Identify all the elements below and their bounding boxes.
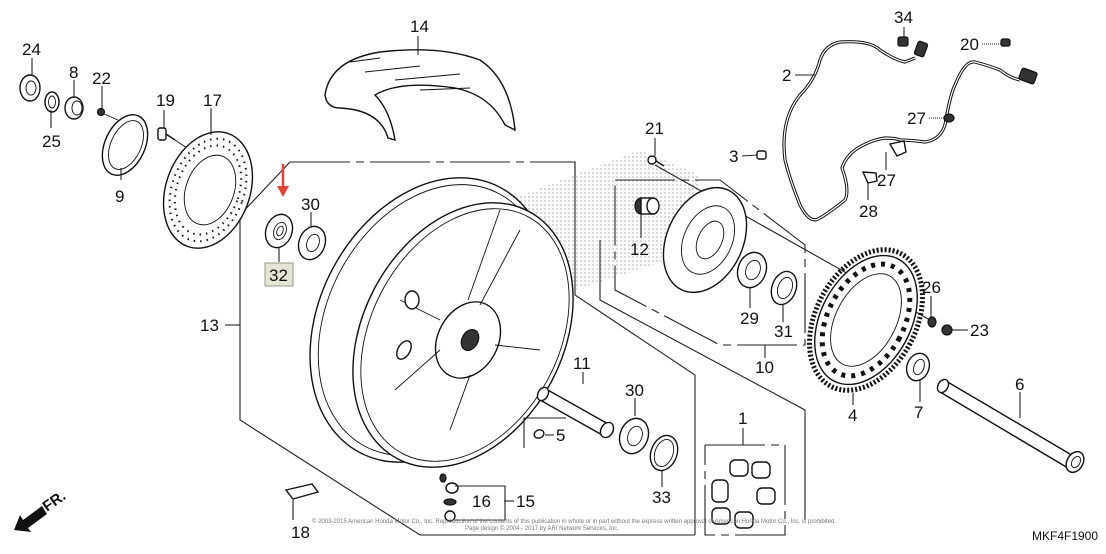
clamp-part-34[interactable]: [897, 36, 909, 47]
bearing-part-29[interactable]: [733, 248, 772, 291]
callout-8[interactable]: 8: [69, 63, 78, 82]
highlight-arrow-icon: [277, 164, 289, 197]
wheel-group-frame: [290, 161, 576, 175]
callout-34[interactable]: 34: [894, 8, 913, 27]
valve-group-bracket: [455, 485, 506, 521]
callout-12[interactable]: 12: [630, 240, 649, 259]
distance-collar-part-11[interactable]: [535, 385, 616, 439]
dust-seal-part-31[interactable]: [767, 268, 801, 308]
callouts: 24 25 8 22 9 19 17 14 30 32 13 21 12 29 …: [22, 8, 1024, 542]
callout-26[interactable]: 26: [922, 278, 941, 297]
callout-17[interactable]: 17: [203, 91, 222, 110]
callout-32-highlight[interactable]: 32: [264, 262, 294, 287]
o-ring-part-5[interactable]: [533, 429, 554, 440]
callout-19[interactable]: 19: [156, 91, 175, 110]
callout-4[interactable]: 4: [848, 406, 857, 425]
rear-tire-part[interactable]: [324, 49, 516, 141]
rear-wheel-part-13[interactable]: [262, 136, 617, 506]
leader-lines: [31, 27, 1021, 520]
figure-code: MKF4F1900: [1032, 529, 1098, 543]
washer-part-26[interactable]: [927, 316, 937, 328]
callout-28[interactable]: 28: [859, 202, 878, 221]
callout-16[interactable]: 16: [472, 492, 491, 511]
grommet-part-27-lower[interactable]: [888, 140, 907, 157]
callout-27-upper[interactable]: 27: [907, 109, 926, 128]
front-direction-indicator: FR.: [14, 487, 69, 532]
flange-group-frame: [614, 179, 806, 346]
screw-part-22[interactable]: [96, 107, 119, 121]
o-ring-group-frame: [523, 417, 566, 448]
callout-30-lower[interactable]: 30: [625, 381, 644, 400]
callout-3[interactable]: 3: [729, 147, 738, 166]
callout-25[interactable]: 25: [42, 132, 61, 151]
callout-5[interactable]: 5: [556, 426, 565, 445]
balance-weight-part-18[interactable]: [284, 483, 320, 500]
valve-set-part-15[interactable]: [439, 473, 459, 522]
copyright-line-2: Page design © 2004 - 2017 by ARI Network…: [465, 525, 619, 532]
callout-11[interactable]: 11: [573, 354, 591, 373]
dust-seal-part-33[interactable]: [646, 432, 683, 475]
rubber-damper-set-part-1[interactable]: [711, 459, 776, 529]
callout-18[interactable]: 18: [291, 523, 310, 542]
callout-13[interactable]: 13: [200, 316, 219, 335]
callout-21[interactable]: 21: [645, 119, 664, 138]
callout-22[interactable]: 22: [92, 69, 111, 88]
brake-disc-part-17[interactable]: [148, 119, 268, 260]
driven-sprocket-part-4[interactable]: [787, 230, 946, 409]
clip-part-28[interactable]: [861, 171, 878, 184]
side-collar-part-8[interactable]: [64, 96, 84, 120]
stud-bolt-part-21[interactable]: [647, 155, 665, 167]
callout-10[interactable]: 10: [755, 358, 774, 377]
callout-7[interactable]: 7: [914, 403, 923, 422]
callout-33[interactable]: 33: [652, 488, 671, 507]
collar-group-frame: [574, 162, 696, 535]
washer-part-25[interactable]: [44, 91, 60, 113]
damper-group-frame: [704, 444, 786, 536]
axis-line-main: [599, 240, 806, 520]
callout-15[interactable]: 15: [516, 492, 535, 511]
callout-6[interactable]: 6: [1015, 375, 1024, 394]
grommet-part-27-upper[interactable]: [943, 113, 955, 123]
speed-sensor-harness-part-2[interactable]: [782, 40, 1038, 222]
clamp-part-3[interactable]: [756, 150, 767, 160]
callout-23[interactable]: 23: [970, 321, 989, 340]
brake-disc-bolt-part-19[interactable]: [157, 127, 191, 151]
copyright-line-1: © 2003-2015 American Honda Motor Co., In…: [312, 518, 836, 525]
callout-20[interactable]: 20: [960, 35, 979, 54]
callout-14[interactable]: 14: [410, 17, 429, 36]
bearing-part-30-lower[interactable]: [615, 414, 654, 457]
collar-part-12[interactable]: [634, 197, 660, 215]
callout-27-lower[interactable]: 27: [877, 171, 896, 190]
dust-seal-part-24[interactable]: [19, 74, 41, 102]
callout-32[interactable]: 32: [269, 266, 288, 285]
rear-axle-part-6[interactable]: [935, 377, 1087, 475]
callout-2[interactable]: 2: [782, 66, 791, 85]
driven-flange-part-10[interactable]: [647, 174, 762, 306]
callout-24[interactable]: 24: [22, 40, 41, 59]
wheel-group-frame-left: [239, 161, 695, 536]
callout-29[interactable]: 29: [740, 309, 759, 328]
callout-1[interactable]: 1: [738, 409, 747, 428]
bolt-part-20[interactable]: [1000, 38, 1011, 47]
pulser-ring-part-9[interactable]: [93, 108, 156, 183]
nut-part-23[interactable]: [941, 324, 953, 336]
callout-9[interactable]: 9: [115, 187, 124, 206]
bearing-part-30-upper[interactable]: [294, 223, 330, 264]
front-arrow-icon: [14, 506, 47, 532]
axle-collar-part-7[interactable]: [903, 350, 933, 384]
callout-30-upper[interactable]: 30: [301, 195, 320, 214]
bearing-part-32[interactable]: [261, 211, 297, 252]
callout-31[interactable]: 31: [774, 322, 793, 341]
